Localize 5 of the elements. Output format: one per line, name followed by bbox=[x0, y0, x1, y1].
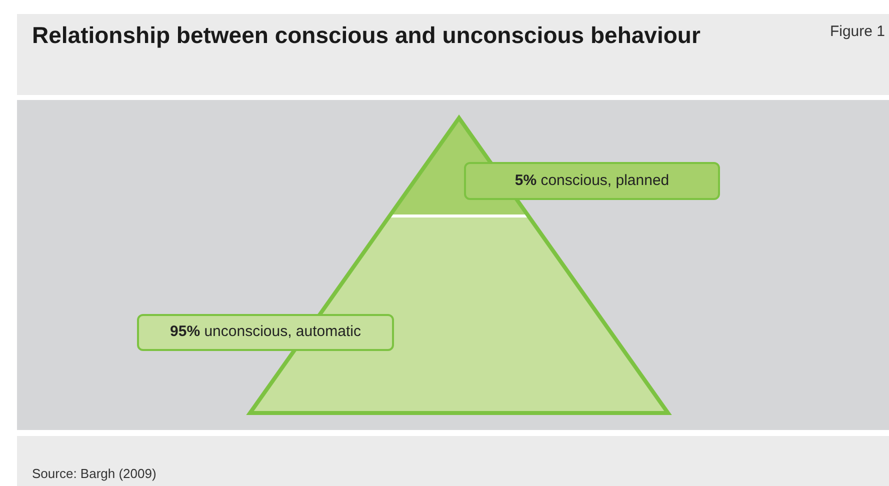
figure-number: Figure 1 bbox=[830, 22, 885, 42]
label-box: 5% conscious, planned bbox=[464, 162, 720, 200]
title: Relationship between conscious and unconscious behaviour bbox=[32, 21, 700, 50]
caption: Source: Bargh (2009) bbox=[32, 465, 156, 483]
label-box: 95% unconscious, automatic bbox=[137, 314, 394, 351]
